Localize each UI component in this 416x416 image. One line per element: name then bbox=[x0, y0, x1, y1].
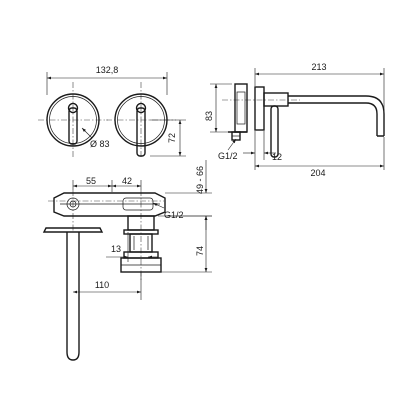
label-length-total: 213 bbox=[311, 62, 326, 72]
label-offset-side: 12 bbox=[272, 152, 282, 162]
label-dim-42: 42 bbox=[122, 176, 132, 186]
top-view: 55 42 49 - 66 G1/2 13 74 110 bbox=[42, 160, 212, 361]
label-dim-74: 74 bbox=[195, 246, 205, 256]
label-thread-top: G1/2 bbox=[164, 210, 184, 220]
wall-plate-side bbox=[254, 86, 265, 131]
concealed-body-side bbox=[228, 83, 248, 141]
handle-body-side bbox=[263, 92, 289, 107]
spout-rosette-top bbox=[42, 227, 104, 233]
label-height-front: 72 bbox=[167, 133, 177, 143]
label-dim-13: 13 bbox=[111, 244, 121, 254]
label-width-front: 132,8 bbox=[96, 65, 119, 75]
front-view: 132,8 Ø 83 72 bbox=[38, 65, 186, 158]
lever-side bbox=[270, 105, 279, 158]
label-diameter: Ø 83 bbox=[90, 139, 110, 149]
spout-top bbox=[66, 232, 80, 361]
label-dim-55: 55 bbox=[86, 176, 96, 186]
spout-side bbox=[288, 95, 385, 137]
label-length-spout: 204 bbox=[310, 168, 325, 178]
label-range-49-66: 49 - 66 bbox=[195, 166, 205, 194]
label-depth-side: 83 bbox=[204, 111, 214, 121]
concealed-body-top bbox=[53, 192, 166, 217]
side-view: 213 83 G1/2 12 204 bbox=[204, 62, 385, 178]
label-dim-110: 110 bbox=[95, 280, 109, 290]
label-thread-side: G1/2 bbox=[218, 151, 238, 161]
spout-rosette-front bbox=[46, 93, 100, 147]
